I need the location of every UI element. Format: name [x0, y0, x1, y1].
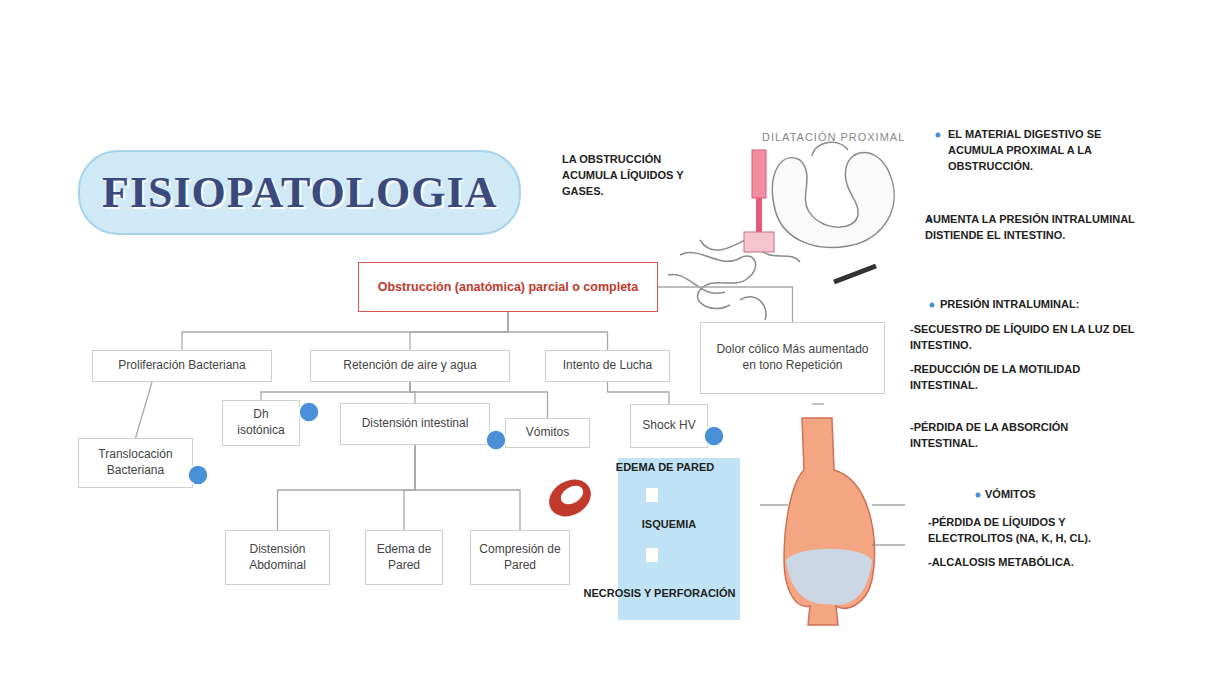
process-box: Retención de aire y agua: [310, 350, 510, 382]
note-text: PRESIÓN INTRALUMINAL:: [940, 297, 1140, 313]
note-text: NECROSIS Y PERFORACIÓN: [552, 586, 767, 602]
intestine-figure: [760, 404, 905, 625]
stomach-figure-part: [668, 240, 745, 293]
box-text: Vómitos: [526, 425, 569, 441]
blue-panel-part: [646, 488, 658, 502]
bullet-dot-part: [930, 303, 935, 308]
root-box: Obstrucción (anatómica) parcial o comple…: [358, 262, 658, 312]
blue-panel-part: [646, 548, 658, 562]
process-box: Shock HV: [630, 404, 708, 448]
intestine-figure-part: [872, 545, 905, 546]
note-text: -SECUESTRO DE LÍQUIDO EN LA LUZ DEL INTE…: [910, 322, 1138, 354]
connector-line: [182, 312, 508, 350]
connector-line: [608, 382, 670, 404]
intestine-figure-part: [784, 418, 875, 625]
callout-badge-part: [299, 402, 319, 422]
intestine-figure-part: [786, 549, 872, 605]
process-box: Distensión intestinal: [340, 403, 490, 445]
obstruction-tube-part: [752, 150, 766, 198]
obstruction-tube-part: [834, 266, 876, 282]
note-text: -ALCALOSIS METABÓLICA.: [928, 555, 1153, 571]
process-box: Distensión Abdominal: [225, 530, 330, 585]
red-icon-part: [542, 472, 597, 523]
note-text: DILATACIÓN PROXIMAL: [762, 130, 932, 146]
obstruction-tube-part: [756, 198, 762, 232]
connector-line: [404, 445, 415, 530]
title-banner: FISIOPATOLOGIA: [78, 150, 521, 235]
box-text: Compresión de Pared: [479, 542, 561, 573]
process-box: Intento de Lucha: [545, 350, 670, 382]
intestine-figure-part: [812, 404, 824, 405]
connector-line: [278, 445, 416, 530]
note-text: -PÉRDIDA DE LA ABSORCIÓN INTESTINAL.: [910, 420, 1138, 452]
bullet-dot-part: [976, 493, 981, 498]
box-text: Intento de Lucha: [563, 358, 652, 374]
note-text: LA OBSTRUCCIÓN ACUMULA LÍQUIDOS Y GASES.: [562, 152, 712, 200]
process-box: Dh isotónica: [222, 400, 300, 446]
box-text: Proliferación Bacteriana: [118, 358, 245, 374]
box-text: Dh isotónica: [231, 407, 291, 438]
note-text: AUMENTA LA PRESIÓN INTRALUMINAL DISTIEND…: [925, 212, 1140, 244]
note-text: EL MATERIAL DIGESTIVO SE ACUMULA PROXIMA…: [948, 127, 1153, 175]
process-box: Vómitos: [505, 418, 590, 448]
stomach-figure-part: [812, 142, 848, 156]
connector-line: [658, 287, 793, 322]
note-text: VÓMITOS: [985, 487, 1105, 503]
connector-line: [261, 382, 410, 400]
box-text: Obstrucción (anatómica) parcial o comple…: [378, 279, 638, 295]
box-text: Edema de Pared: [374, 542, 434, 573]
obstruction-tube-part: [744, 232, 774, 252]
box-text: Dolor cólico Más aumentado en tono Repet…: [709, 342, 876, 373]
process-box: Compresión de Pared: [470, 530, 570, 585]
note-text: EDEMA DE PARED: [600, 460, 730, 476]
box-text: Shock HV: [642, 418, 695, 434]
stomach-figure-part: [740, 250, 800, 320]
box-text: Distensión Abdominal: [234, 542, 321, 573]
stomach-figure-part: [772, 153, 894, 248]
red-icon: [542, 472, 597, 523]
intestine-figure-part: [872, 505, 905, 506]
intestine-figure-part: [760, 505, 788, 506]
box-text: Retención de aire y agua: [343, 358, 476, 374]
process-box: Proliferación Bacteriana: [92, 350, 272, 382]
stomach-figure: [668, 142, 894, 320]
bullet-dot-part: [936, 133, 941, 138]
box-text: Distensión intestinal: [362, 416, 469, 432]
stomach-figure-part: [680, 253, 756, 309]
connector-line: [410, 312, 508, 350]
box-text: Translocación Bacteriana: [87, 447, 184, 478]
obstruction-tube: [744, 150, 876, 282]
note-text: ISQUEMIA: [628, 517, 710, 533]
process-box: Translocación Bacteriana: [78, 438, 193, 488]
connector-line: [415, 445, 520, 530]
note-text: -REDUCCIÓN DE LA MOTILIDAD INTESTINAL.: [910, 362, 1110, 394]
process-box: Dolor cólico Más aumentado en tono Repet…: [700, 322, 885, 394]
connector-line: [136, 382, 153, 438]
red-icon-part: [558, 482, 587, 508]
note-text: -PÉRDIDA DE LÍQUIDOS Y ELECTROLITOS (NA,…: [928, 515, 1153, 547]
process-box: Edema de Pared: [365, 530, 443, 585]
connector-line: [508, 312, 608, 350]
